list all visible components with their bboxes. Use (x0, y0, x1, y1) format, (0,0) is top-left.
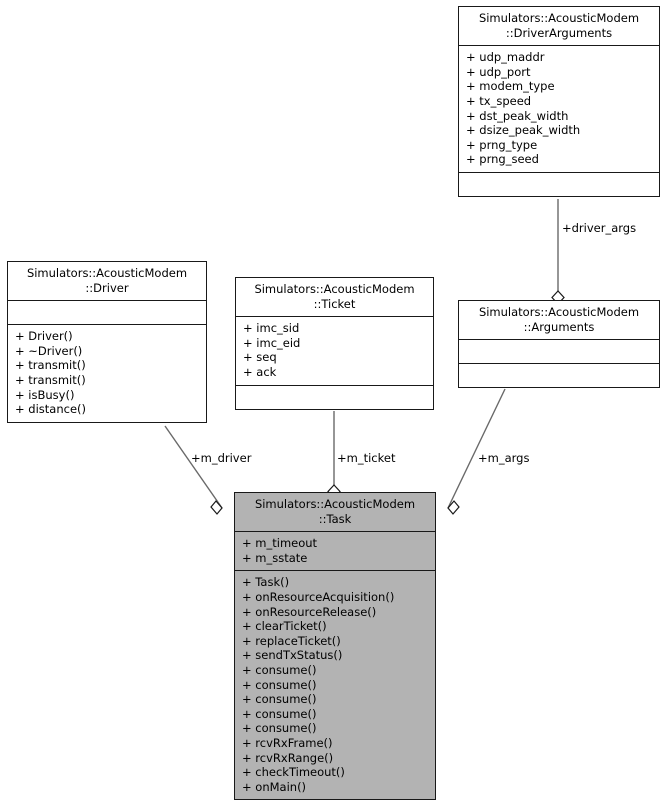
operation-row: + clearTicket() (242, 619, 327, 634)
operation-row: + onResourceAcquisition() (242, 589, 395, 604)
operation-row: + consume() (242, 721, 317, 736)
operation-row: + transmit() (15, 358, 86, 373)
operation-row: + ~Driver() (15, 343, 83, 358)
class-box-driver-arguments[interactable]: Simulators::AcousticModem ::DriverArgume… (458, 6, 660, 197)
class-title-driver: Simulators::AcousticModem ::Driver (8, 262, 206, 302)
class-box-driver[interactable]: Simulators::AcousticModem ::Driver + Dri… (7, 261, 207, 423)
attribute-row: + tx_speed (466, 93, 532, 108)
attribute-row: + dsize_peak_width (466, 123, 581, 138)
attribute-row: + dst_peak_width (466, 108, 569, 123)
operation-row: + consume() (242, 662, 317, 677)
class-attributes-driver-arguments: + udp_maddr + udp_port + modem_type + tx… (459, 46, 659, 173)
attribute-row: + prng_type (466, 137, 538, 152)
operation-row: + isBusy() (15, 387, 75, 402)
operation-row: + distance() (15, 402, 86, 417)
operation-row: + checkTimeout() (242, 765, 345, 780)
class-attributes-arguments (459, 340, 659, 365)
attribute-row: + udp_port (466, 64, 531, 79)
operation-row: + consume() (242, 692, 317, 707)
class-title-arguments: Simulators::AcousticModem ::Arguments (459, 301, 659, 341)
operation-row: + consume() (242, 706, 317, 721)
attribute-row: + ack (243, 364, 277, 379)
operation-row: + rcvRxFrame() (242, 735, 333, 750)
attribute-row: + udp_maddr (466, 50, 545, 65)
class-title-ticket: Simulators::AcousticModem ::Ticket (236, 278, 433, 318)
edge-label-m-args: +m_args (478, 451, 530, 465)
class-operations-driver-arguments (459, 173, 659, 196)
aggregation-diamond-m-args (447, 500, 460, 515)
operation-row: + onMain() (242, 779, 307, 794)
class-box-task[interactable]: Simulators::AcousticModem ::Task + m_tim… (234, 492, 436, 801)
class-operations-arguments (459, 364, 659, 387)
edge-label-m-ticket: +m_ticket (337, 451, 396, 465)
edge-label-driver-args: +driver_args (562, 221, 637, 235)
operation-row: + Driver() (15, 329, 73, 344)
attribute-row: + m_sstate (242, 550, 308, 565)
class-attributes-ticket: + imc_sid + imc_eid + seq + ack (236, 317, 433, 386)
class-attributes-driver (8, 301, 206, 326)
operation-row: + transmit() (15, 372, 86, 387)
attribute-row: + seq (243, 350, 277, 365)
class-title-driver-arguments: Simulators::AcousticModem ::DriverArgume… (459, 7, 659, 47)
attribute-row: + modem_type (466, 79, 555, 94)
class-operations-driver: + Driver() + ~Driver() + transmit() + tr… (8, 325, 206, 422)
operation-row: + onResourceRelease() (242, 604, 377, 619)
edge-label-m-driver: +m_driver (191, 451, 252, 465)
attribute-row: + m_timeout (242, 536, 318, 551)
attribute-row: + prng_seed (466, 152, 539, 167)
operation-row: + Task() (242, 575, 290, 590)
edge-line-m-driver (164, 425, 223, 509)
operation-row: + rcvRxRange() (242, 750, 334, 765)
class-box-ticket[interactable]: Simulators::AcousticModem ::Ticket + imc… (235, 277, 434, 410)
attribute-row: + imc_eid (243, 335, 301, 350)
class-box-arguments[interactable]: Simulators::AcousticModem ::Arguments (458, 300, 660, 389)
class-operations-task: + Task() + onResourceAcquisition() + onR… (235, 571, 435, 799)
operation-row: + consume() (242, 677, 317, 692)
aggregation-diamond-m-driver (210, 500, 223, 515)
operation-row: + replaceTicket() (242, 633, 341, 648)
class-operations-ticket (236, 386, 433, 409)
operation-row: + sendTxStatus() (242, 648, 343, 663)
attribute-row: + imc_sid (243, 321, 300, 336)
class-attributes-task: + m_timeout + m_sstate (235, 532, 435, 572)
class-title-task: Simulators::AcousticModem ::Task (235, 493, 435, 533)
edge-line-m-args (447, 388, 506, 509)
